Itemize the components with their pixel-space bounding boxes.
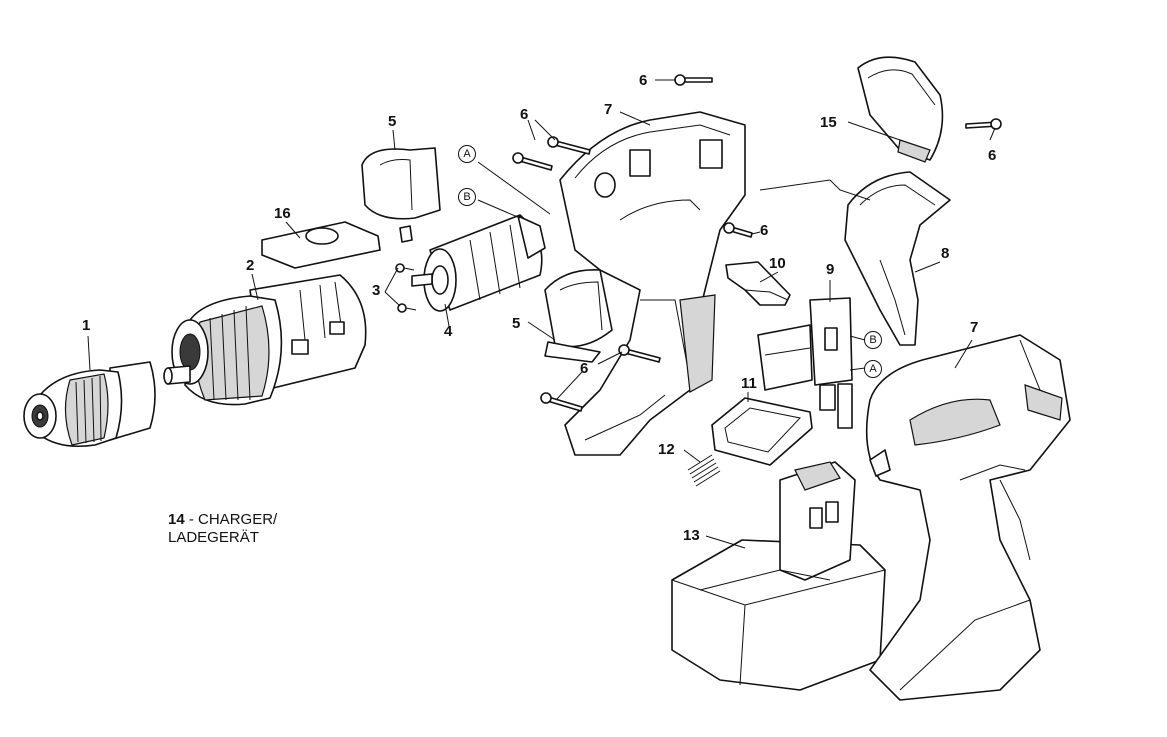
part-label-11: 11 — [741, 375, 757, 392]
part-9-switch — [757, 297, 853, 429]
part-8-side-panel — [844, 171, 951, 346]
charger-note-number: 14 — [168, 511, 185, 528]
part-label-16: 16 — [274, 205, 291, 222]
part-label-7-left: 7 — [604, 101, 613, 118]
part-label-6-right: 6 — [988, 147, 997, 164]
part-16-plate — [261, 221, 381, 269]
part-label-8: 8 — [941, 245, 950, 262]
connector-label-b-left: B — [458, 188, 476, 206]
leader-lines — [87, 79, 996, 549]
part-label-4: 4 — [444, 323, 453, 340]
part-label-3: 3 — [372, 282, 381, 299]
part-5-clip-middle — [544, 269, 613, 363]
part-label-15: 15 — [820, 114, 837, 131]
charger-note-line2: LADEGERÄT — [168, 529, 259, 546]
part-label-9: 9 — [826, 261, 835, 278]
part-7-housing-right — [865, 334, 1071, 701]
part-10-button — [725, 261, 791, 306]
part-label-2: 2 — [246, 257, 255, 274]
connector-label-a-right: A — [864, 360, 882, 378]
part-label-5-top: 5 — [388, 113, 397, 130]
part-4-motor — [411, 214, 546, 312]
part-label-6-left: 6 — [520, 106, 529, 123]
part-label-12: 12 — [658, 441, 675, 458]
part-label-6-top: 6 — [639, 72, 648, 89]
part-label-1: 1 — [82, 317, 91, 334]
charger-note-line1: - CHARGER/ — [188, 511, 278, 528]
part-13-battery — [671, 461, 886, 691]
part-label-6-middle: 6 — [760, 222, 769, 239]
connector-label-b-right: B — [864, 331, 882, 349]
part-12-spring — [687, 454, 721, 487]
part-label-6-lower: 6 — [580, 360, 589, 377]
part-2-gearbox — [163, 274, 367, 406]
part-label-13: 13 — [683, 527, 700, 544]
part-15-cover — [857, 56, 944, 163]
connector-label-a-left: A — [458, 145, 476, 163]
part-label-5-middle: 5 — [512, 315, 521, 332]
part-5-clip-top — [361, 147, 441, 243]
part-6-screws — [512, 74, 1002, 412]
part-label-10: 10 — [769, 255, 786, 272]
part-label-7-right: 7 — [970, 319, 979, 336]
charger-note: 14 - CHARGER/ LADEGERÄT — [168, 511, 277, 547]
part-1-chuck — [23, 361, 156, 448]
part-11-seal — [711, 397, 813, 466]
